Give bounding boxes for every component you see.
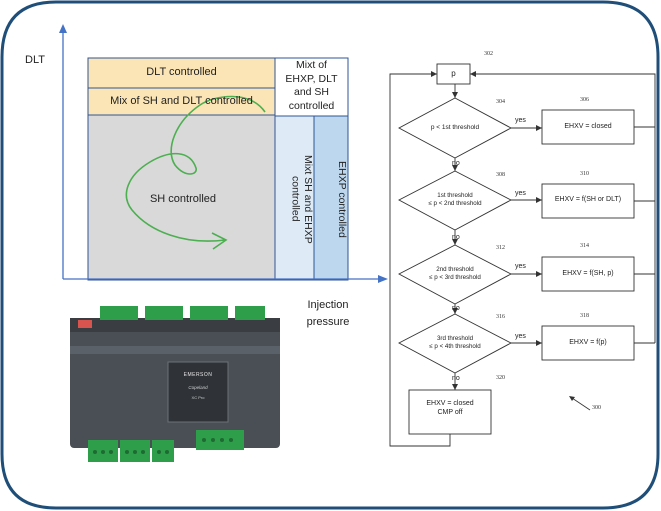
action-310 <box>541 183 635 219</box>
ref-312: 312 <box>496 245 505 251</box>
final-box <box>408 389 492 435</box>
zone-dlt-controlled-label: DLT controlled <box>146 66 217 78</box>
x-axis-arrow <box>378 275 388 283</box>
ref-318: 318 <box>580 313 589 319</box>
condition-308: 1st threshold ≤ p < 2nd threshold <box>428 192 482 207</box>
action-318-label: EHXV = f(p) <box>569 339 607 346</box>
ref-304: 304 <box>496 99 505 105</box>
zone-sh-controlled-label: SH controlled <box>149 193 217 205</box>
device-product-line: Copeland <box>188 385 208 390</box>
final-box-label: EHXV = closed CMP off <box>426 400 474 416</box>
terminal-block <box>235 306 265 320</box>
condition-304: p < 1st threshold <box>430 124 480 131</box>
zone-ehxp-controlled-rect <box>313 115 349 281</box>
yes-label-312: yes <box>515 263 526 270</box>
start-label: p <box>451 69 456 78</box>
zone-sh-controlled-rect <box>87 114 276 281</box>
orange-connector <box>78 320 92 328</box>
zone-ehxp-controlled-label: EHXP controlled <box>336 160 348 238</box>
ref-316: 316 <box>496 314 505 320</box>
terminal-block <box>190 306 228 320</box>
terminal-block <box>145 306 183 320</box>
action-306 <box>541 109 635 145</box>
ref-310: 310 <box>580 171 589 177</box>
action-310-label: EHXV = f(SH or DLT) <box>554 196 622 203</box>
trajectory-line <box>125 95 266 242</box>
yes-label-316: yes <box>515 333 526 340</box>
no-label-316: no <box>452 375 460 382</box>
yes-label-308: yes <box>515 190 526 197</box>
zone-mix-sh-dlt-label: Mix of SH and DLT controlled <box>110 95 253 107</box>
ref-320: 320 <box>496 375 505 381</box>
no-label-312: no <box>452 305 460 312</box>
ref-302: 302 <box>484 51 493 57</box>
action-314-label: EHXV = f(SH, p) <box>562 270 614 277</box>
device-model: XC Pro <box>191 395 205 400</box>
x-axis-label: Injection pressure <box>306 299 350 328</box>
terminal-block <box>100 306 138 320</box>
condition-312: 2nd threshold ≤ p < 3rd threshold <box>429 266 481 281</box>
ref-314: 314 <box>580 243 589 249</box>
action-306-label: EHXV = closed <box>564 123 612 130</box>
y-axis-label: DLT <box>25 54 45 66</box>
no-label-308: no <box>452 234 460 241</box>
condition-316: 3rd threshold ≤ p < 4th threshold <box>429 335 481 350</box>
figure-ref-300: 300 <box>592 405 601 411</box>
yes-label-304: yes <box>515 117 526 124</box>
zone-mix-sh-dlt-rect <box>87 87 276 116</box>
trajectory-arrowhead <box>211 232 228 250</box>
zone-mix-ehxp-dlt-sh-label: Mixt of EHXP, DLT and SH controlled <box>285 59 338 112</box>
front-panel <box>167 361 229 423</box>
no-label-304: no <box>452 160 460 167</box>
action-314 <box>541 256 635 292</box>
figure-ref-pointer <box>571 397 591 411</box>
device-brand: EMERSON <box>183 372 213 378</box>
terminal-block <box>152 440 174 462</box>
y-axis-arrow <box>59 24 67 33</box>
ref-306: 306 <box>580 97 589 103</box>
zone-mix-sh-ehxp-label: Mixt SH and EHXP controlled <box>289 154 314 244</box>
ref-308: 308 <box>496 172 505 178</box>
